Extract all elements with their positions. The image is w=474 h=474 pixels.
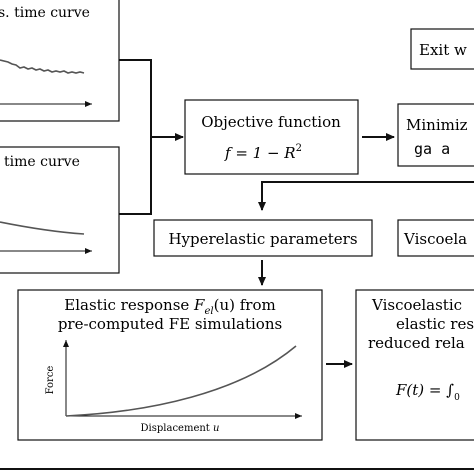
visco-formula-main: F(t) = ∫ [395,381,454,399]
exit-label: Exit w [419,41,467,59]
bottom-curve-line [0,221,85,235]
elastic-line1-F: F [193,296,205,314]
elastic-plot-xlabel-text: Displacement [141,423,213,434]
top-curve-line [0,59,85,74]
objective-formula: f = 1 − R2 [224,143,302,162]
minimize-line2: ga a [414,140,450,158]
bottom-curve-frame [0,146,120,274]
elastic-plot-xlabel-var: u [213,423,219,434]
visco-formula: F(t) = ∫0 [395,381,460,403]
top-curve-panel: s. time curve [0,0,120,122]
elastic-line1-sub: el [204,306,213,317]
objective-title: Objective function [201,113,341,131]
minimize-line1: Minimiz [406,116,468,134]
elastic-plot-xlabel: Displacement u [141,423,220,434]
viscoelastic-box: Viscoela [397,219,474,257]
top-curve-frame [0,0,120,122]
viscoelastic-label: Viscoela [403,230,467,248]
elastic-plot-ylabel: Force [45,366,56,395]
visco-line1: Viscoelastic [371,296,462,314]
elastic-line1-prefix: Elastic response [64,296,194,314]
bottom-curve-title: time curve [4,154,80,170]
elastic-plot-curve [65,345,297,417]
visco-formula-sub: 0 [454,393,460,403]
hyperelastic-box: Hyperelastic parameters [153,219,373,257]
objective-formula-exponent: 2 [296,143,302,154]
visco-line3: reduced rela [368,334,465,352]
hyperelastic-label: Hyperelastic parameters [168,230,357,248]
elastic-line2: pre-computed FE simulations [58,315,282,333]
elastic-response-box: Elastic response Fel(u) from pre-compute… [17,289,323,441]
merge-connector [119,59,184,215]
objective-formula-lhs: f = 1 − R [224,144,296,162]
exit-box: Exit w [410,28,474,70]
visco-line2: elastic res [396,315,474,333]
visco-response-box: Viscoelastic elastic res reduced rela F(… [355,289,474,441]
elastic-line1: Elastic response Fel(u) from [64,296,275,317]
bottom-curve-panel: time curve [0,146,120,274]
minimize-box: Minimiz ga a [397,103,474,167]
top-curve-title: s. time curve [0,5,90,21]
arrow-to-hyperelastic [258,181,474,211]
elastic-line1-suffix: (u) from [214,296,276,314]
objective-function-box: Objective function f = 1 − R2 [184,99,359,175]
